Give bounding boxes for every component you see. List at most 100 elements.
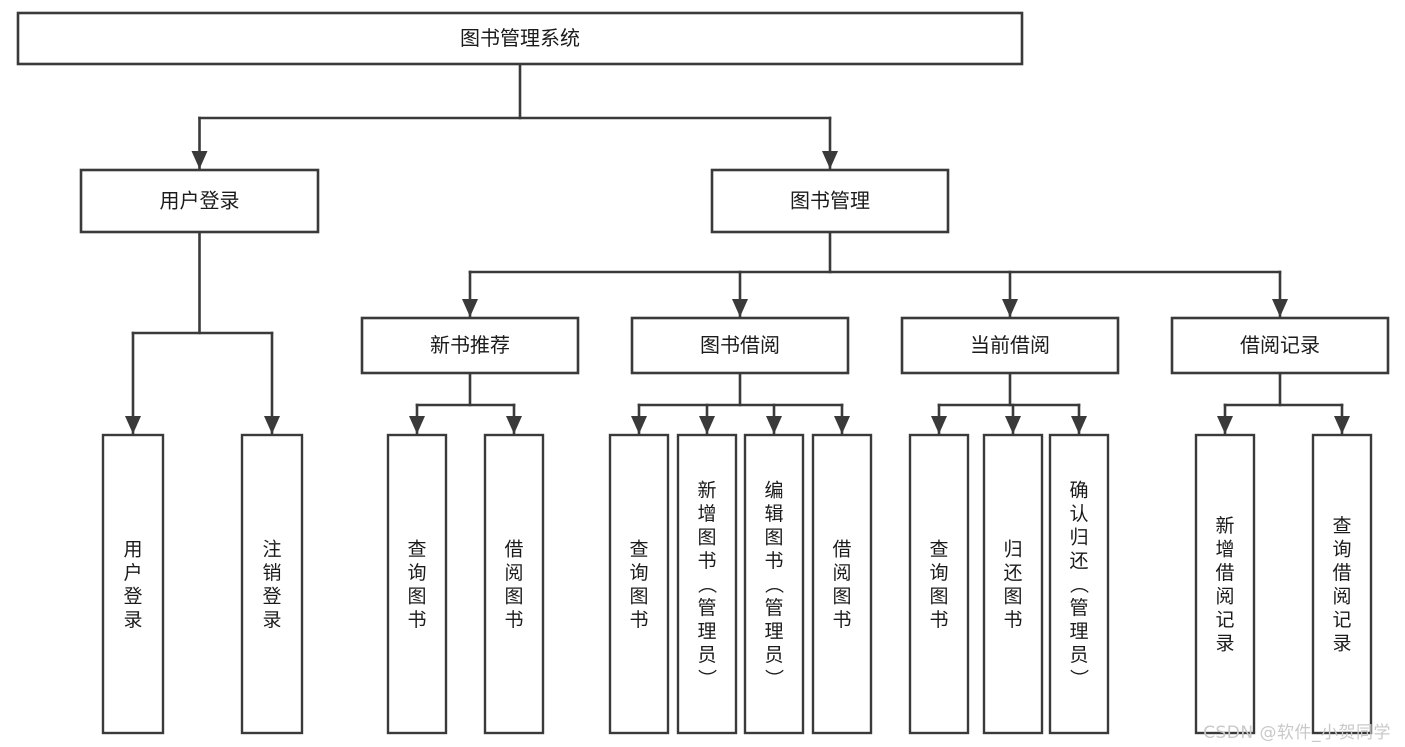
node-label-char: 阅 — [1215, 585, 1234, 607]
node-label-char: 确 — [1069, 480, 1088, 502]
node-label-char: （ — [763, 575, 785, 594]
arrow-head-icon — [822, 151, 838, 169]
node-layer: 图书管理系统用户登录图书管理新书推荐图书借阅当前借阅借阅记录用户登录注销登录查询… — [16, 11, 1390, 735]
node-label-char: 理 — [697, 621, 716, 643]
node-label-char: 登 — [262, 585, 281, 607]
node-label-char: ） — [696, 669, 718, 688]
node-label: 借阅记录 — [1240, 333, 1320, 357]
node-box — [811, 433, 873, 735]
node-label-char: 图 — [1003, 585, 1022, 607]
arrow-head-icon — [1005, 416, 1021, 434]
arrow-head-icon — [732, 299, 748, 317]
node-label-char: 增 — [697, 503, 716, 525]
node-label-char: 书 — [832, 609, 851, 631]
node-box — [1311, 433, 1373, 735]
node-label-char: 理 — [1069, 621, 1088, 643]
node-box — [483, 433, 545, 735]
connector-layer — [125, 62, 1350, 435]
node-用户登录[interactable]: 用户登录 — [101, 433, 165, 735]
node-label-char: 询 — [929, 562, 948, 584]
node-label-char: 录 — [262, 609, 281, 631]
node-label-char: 记 — [1215, 609, 1234, 631]
node-图书管理[interactable]: 图书管理 — [710, 168, 950, 234]
node-label-char: （ — [696, 575, 718, 594]
node-box — [360, 316, 580, 375]
watermark-text: CSDN @软件_小贺同学 — [1203, 723, 1391, 743]
node-box — [1170, 316, 1390, 375]
node-label-char: 借 — [504, 538, 523, 560]
node-label-char: 图 — [929, 585, 948, 607]
node-label-char: 借 — [1215, 562, 1234, 584]
node-图书管理系统[interactable]: 图书管理系统 — [16, 11, 1024, 66]
node-box — [1194, 433, 1256, 735]
arrow-head-icon — [506, 416, 522, 434]
node-新书推荐[interactable]: 新书推荐 — [360, 316, 580, 375]
node-box — [16, 11, 1024, 66]
node-label: 新书推荐 — [430, 333, 510, 357]
arrow-head-icon — [1071, 416, 1087, 434]
node-label-char: 借 — [832, 538, 851, 560]
node-box — [608, 433, 670, 735]
node-label-char: ） — [1068, 669, 1090, 688]
node-label-char: 借 — [1332, 562, 1351, 584]
node-box — [900, 316, 1120, 375]
node-label-char: 阅 — [1332, 585, 1351, 607]
node-box — [908, 433, 970, 735]
arrow-head-icon — [699, 416, 715, 434]
node-label-char: 增 — [1215, 538, 1234, 560]
node-label-char: （ — [1068, 575, 1090, 594]
node-label-char: 认 — [1069, 503, 1088, 525]
node-label-char: 还 — [1069, 550, 1088, 572]
node-label-char: 图 — [504, 585, 523, 607]
node-label-char: 阅 — [832, 562, 851, 584]
node-box — [710, 168, 950, 234]
node-box — [240, 433, 304, 735]
node-label-char: 查 — [929, 538, 948, 560]
arrow-head-icon — [834, 416, 850, 434]
node-用户登录[interactable]: 用户登录 — [79, 168, 320, 234]
node-label-char: 新 — [1215, 515, 1234, 537]
node-label-char: 员 — [764, 644, 783, 666]
node-box — [676, 433, 738, 735]
node-box — [1048, 433, 1110, 735]
node-label-char: 书 — [1003, 609, 1022, 631]
node-label-char: 还 — [1003, 562, 1022, 584]
node-label-char: 记 — [1332, 609, 1351, 631]
arrow-head-icon — [462, 299, 478, 317]
node-图书借阅[interactable]: 图书借阅 — [630, 316, 850, 375]
node-label-char: 图 — [629, 585, 648, 607]
node-label-char: 书 — [504, 609, 523, 631]
node-label-char: 书 — [764, 550, 783, 572]
node-label-char: 查 — [629, 538, 648, 560]
arrow-head-icon — [1334, 416, 1350, 434]
node-label-char: 书 — [407, 609, 426, 631]
node-当前借阅[interactable]: 当前借阅 — [900, 316, 1120, 375]
node-label-char: 录 — [123, 609, 142, 631]
node-label-char: 管 — [697, 597, 716, 619]
node-box — [79, 168, 320, 234]
node-label-char: 管 — [1069, 597, 1088, 619]
node-label-char: 图 — [697, 527, 716, 549]
node-借阅记录[interactable]: 借阅记录 — [1170, 316, 1390, 375]
node-box — [630, 316, 850, 375]
node-label-char: 图 — [832, 585, 851, 607]
node-box — [982, 433, 1044, 735]
arrow-head-icon — [125, 416, 141, 434]
node-label: 图书管理系统 — [460, 26, 580, 50]
node-label-char: 新 — [697, 480, 716, 502]
node-label-char: 管 — [764, 597, 783, 619]
node-label-char: ） — [763, 669, 785, 688]
